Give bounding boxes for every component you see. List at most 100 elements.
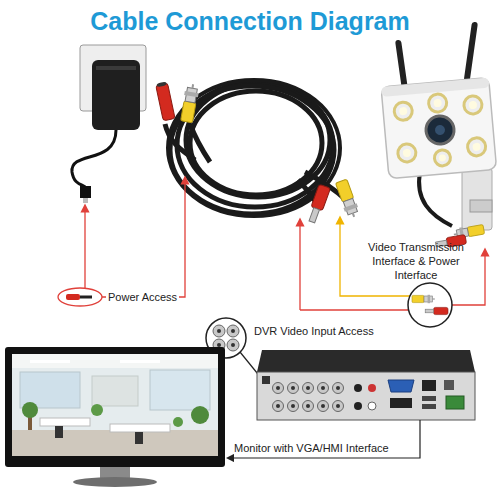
dvr-recorder — [306, 404, 310, 408]
cable-connectors — [155, 81, 175, 121]
dvr-recorder — [257, 372, 475, 420]
cable-coil — [186, 83, 330, 197]
dvr-recorder — [257, 350, 475, 372]
cable-connectors — [335, 179, 361, 219]
monitor — [40, 418, 90, 426]
dvr-input-icon — [213, 325, 225, 337]
video-power-leader — [300, 309, 408, 310]
dvr-recorder — [354, 402, 362, 410]
security-camera — [462, 168, 492, 230]
security-camera — [381, 22, 497, 250]
dvr-recorder — [444, 380, 454, 390]
monitor — [91, 404, 103, 416]
security-camera — [472, 143, 481, 152]
dvr-recorder — [276, 386, 280, 390]
power-adapter — [83, 198, 88, 203]
dvr-recorder — [321, 404, 325, 408]
monitor — [12, 354, 218, 456]
monitor — [110, 424, 170, 432]
monitor — [73, 477, 157, 487]
dvr-recorder — [306, 386, 310, 390]
power-adapter — [80, 186, 91, 198]
dvr-recorder — [354, 384, 362, 392]
dvr-recorder — [288, 401, 299, 412]
dvr-recorder — [291, 404, 295, 408]
dvr-recorder — [303, 401, 314, 412]
security-camera — [393, 101, 413, 121]
security-camera — [403, 149, 412, 158]
power-access-leader — [102, 180, 185, 297]
power-access-leader — [85, 180, 185, 297]
cable-coil — [168, 80, 340, 216]
dvr-recorder — [262, 376, 270, 384]
security-camera — [381, 78, 497, 179]
dvr-recorder — [273, 383, 284, 394]
security-camera — [467, 137, 487, 157]
monitor — [12, 354, 218, 368]
dvr-recorder — [276, 404, 280, 408]
security-camera — [435, 125, 446, 136]
dvr-input-label: DVR Video Input Access — [254, 324, 374, 338]
power-adapter — [92, 60, 140, 130]
power-access-label: Power Access — [106, 290, 179, 304]
security-camera — [397, 143, 417, 163]
security-camera — [469, 101, 478, 110]
dvr-recorder — [368, 402, 376, 410]
video-power-icon — [412, 295, 435, 303]
dvr-recorder — [390, 398, 412, 408]
monitor — [173, 417, 183, 427]
monitor — [92, 376, 138, 406]
dvr-input-icon — [231, 329, 235, 333]
monitor — [135, 432, 143, 444]
security-camera — [425, 115, 455, 145]
dvr-recorder — [273, 401, 284, 412]
power-plug-icon — [66, 294, 80, 300]
monitor — [30, 360, 70, 363]
security-camera — [419, 172, 452, 226]
monitor — [5, 347, 225, 467]
dvr-input-icon — [227, 339, 239, 351]
security-camera — [464, 22, 478, 82]
power-adapter — [72, 45, 146, 203]
security-camera — [381, 78, 497, 179]
dvr-recorder — [318, 401, 329, 412]
dvr-input-icon — [217, 343, 221, 347]
dvr-recorder — [388, 380, 414, 392]
power-access-leader — [84, 208, 85, 288]
security-camera — [428, 93, 448, 113]
security-camera — [434, 149, 451, 166]
video-power-icon — [425, 307, 448, 314]
dvr-recorder — [291, 386, 295, 390]
dvr-recorder — [333, 383, 344, 394]
diagram-title: Cable Connection Diagram — [90, 6, 410, 36]
cable-connectors — [155, 81, 360, 224]
security-camera — [463, 95, 483, 115]
dvr-recorder — [336, 404, 340, 408]
dvr-recorder — [288, 383, 299, 394]
dvr-recorder — [318, 383, 329, 394]
dvr-recorder — [333, 401, 344, 412]
video-power-label: Video Transmission Interface & Power Int… — [355, 240, 477, 282]
video-power-leader — [300, 220, 485, 310]
monitor — [191, 406, 209, 424]
monitor — [100, 466, 130, 478]
video-power-leader — [299, 222, 300, 310]
power-plug-icon — [58, 288, 102, 306]
monitor — [22, 402, 38, 418]
monitor-label: Monitor with VGA/HMI Interface — [234, 441, 389, 455]
power-adapter — [72, 130, 116, 188]
monitor — [150, 370, 210, 410]
dvr-input-icon — [231, 343, 235, 347]
power-plug-icon — [58, 288, 102, 306]
security-camera — [470, 200, 492, 212]
dvr-input-icon — [227, 325, 239, 337]
vga-leader — [230, 420, 420, 458]
cable-connectors — [180, 83, 200, 123]
cable-connectors — [306, 184, 330, 224]
power-plug-icon — [80, 296, 92, 299]
dvr-recorder — [303, 383, 314, 394]
security-camera — [399, 107, 408, 116]
cable-coil — [190, 91, 322, 195]
